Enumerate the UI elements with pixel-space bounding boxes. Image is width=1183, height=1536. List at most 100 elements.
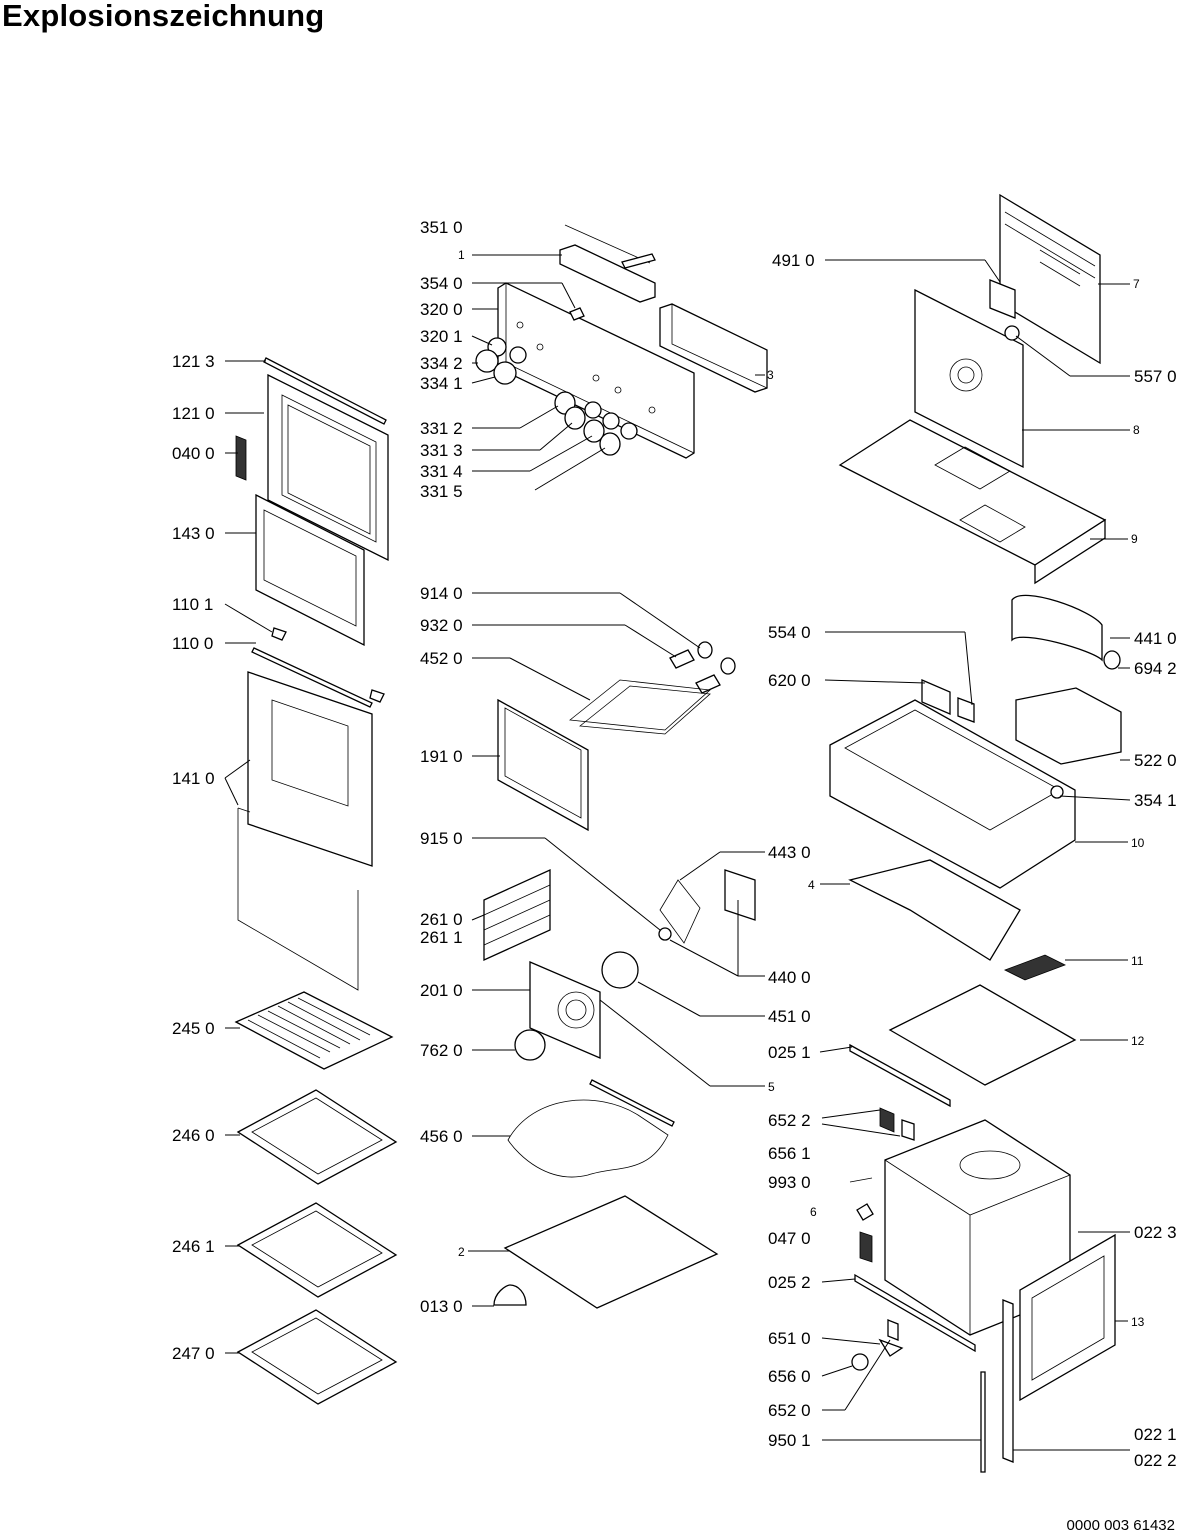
feet-013 [493, 1284, 527, 1306]
centre-parts [483, 641, 756, 1309]
chassis-group [829, 594, 1122, 1108]
label-993-0: 993 0 [768, 1173, 811, 1192]
label-915-0: 915 0 [420, 829, 463, 848]
label-950-1: 950 1 [768, 1431, 811, 1450]
label-451-0: 451 0 [768, 1007, 811, 1026]
label-331-2: 331 2 [420, 419, 463, 438]
circular-element [601, 951, 639, 989]
part-656-1 [901, 1119, 915, 1141]
label-354-1: 354 1 [1134, 791, 1177, 810]
label-694-2: 694 2 [1134, 659, 1177, 678]
label-13: 13 [1131, 1315, 1145, 1329]
label-022-2: 022 2 [1134, 1451, 1177, 1470]
label-320-0: 320 0 [420, 300, 463, 319]
switch-620 [921, 679, 951, 715]
label-12: 12 [1131, 1034, 1145, 1048]
label-11: 11 [1131, 954, 1144, 968]
label-025-2: 025 2 [768, 1273, 811, 1292]
label-7: 7 [1133, 277, 1140, 291]
lower-element [507, 1099, 669, 1178]
label-656-0: 656 0 [768, 1367, 811, 1386]
label-9: 9 [1131, 532, 1138, 546]
label-261-1: 261 1 [420, 928, 463, 947]
page-title: Explosionszeichnung [2, 0, 325, 33]
oven-gasket [497, 698, 589, 832]
tangential-fan [1011, 594, 1103, 662]
front-frame-13 [1019, 1233, 1116, 1402]
label-047-0: 047 0 [768, 1229, 811, 1248]
label-334-2: 334 2 [420, 354, 463, 373]
label-022-1: 022 1 [1134, 1425, 1177, 1444]
cavity-group [849, 1107, 1116, 1473]
label-331-4: 331 4 [420, 462, 463, 481]
part-number-labels: 351 0 1 354 0 320 0 320 1 334 2 334 1 3 … [172, 218, 1177, 1470]
control-knobs [475, 337, 638, 456]
part-652-0 [887, 1319, 899, 1341]
label-651-0: 651 0 [768, 1329, 811, 1348]
label-022-3: 022 3 [1134, 1223, 1177, 1242]
label-141-0: 141 0 [172, 769, 215, 788]
label-261-0: 261 0 [420, 910, 463, 929]
label-351-0: 351 0 [420, 218, 463, 237]
label-2: 2 [458, 1245, 465, 1259]
label-932-0: 932 0 [420, 616, 463, 635]
transformer-491 [989, 279, 1016, 319]
door-frame [267, 373, 389, 562]
label-201-0: 201 0 [420, 981, 463, 1000]
frame-4 [848, 859, 1021, 961]
base-frame [829, 699, 1076, 889]
label-110-1: 110 1 [172, 595, 213, 614]
door-hinge [235, 435, 247, 481]
part-656-0 [851, 1353, 869, 1371]
label-652-2: 652 2 [768, 1111, 811, 1130]
label-10: 10 [1131, 836, 1145, 850]
tray-247-0 [236, 1309, 398, 1405]
tray-246-1 [236, 1202, 398, 1298]
label-557-0: 557 0 [1134, 367, 1177, 386]
panel-bracket [559, 244, 656, 303]
label-121-0: 121 0 [172, 404, 215, 423]
label-440-0: 440 0 [768, 968, 811, 987]
label-6: 6 [810, 1205, 817, 1219]
part-047 [859, 1231, 873, 1263]
label-334-1: 334 1 [420, 374, 463, 393]
inner-door-frame [255, 493, 365, 647]
label-3: 3 [767, 368, 774, 382]
board-11 [1004, 954, 1066, 981]
label-191-0: 191 0 [420, 747, 463, 766]
control-panel-group [475, 224, 768, 459]
label-914-0: 914 0 [420, 584, 463, 603]
label-246-1: 246 1 [172, 1237, 215, 1256]
label-246-0: 246 0 [172, 1126, 215, 1145]
label-8: 8 [1133, 423, 1140, 437]
leader-lines [224, 254, 1131, 1451]
label-762-0: 762 0 [420, 1041, 463, 1060]
grill-element [568, 679, 711, 731]
oven-bottom-plate [503, 1195, 719, 1309]
part-651 [878, 1338, 904, 1357]
label-013-0: 013 0 [420, 1297, 463, 1316]
back-panel-group [838, 193, 1107, 585]
label-354-0: 354 0 [420, 274, 463, 293]
label-5: 5 [768, 1080, 775, 1094]
label-331-5: 331 5 [420, 482, 463, 501]
label-247-0: 247 0 [172, 1344, 215, 1363]
label-656-1: 656 1 [768, 1144, 811, 1163]
label-491-0: 491 0 [772, 251, 815, 270]
label-443-0: 443 0 [768, 843, 811, 862]
plate-12 [888, 984, 1077, 1086]
fan-plate [514, 1029, 546, 1061]
rail-025-1 [849, 1043, 951, 1108]
sensor-rod [621, 253, 656, 269]
label-620-0: 620 0 [768, 671, 811, 690]
label-554-0: 554 0 [768, 623, 811, 642]
strip-022 [1002, 1299, 1014, 1463]
hinge-bar [251, 647, 373, 708]
label-110-0: 110 0 [172, 634, 213, 653]
strip-950 [980, 1371, 986, 1473]
label-331-3: 331 3 [420, 441, 463, 460]
label-452-0: 452 0 [420, 649, 463, 668]
fan-cover [529, 961, 601, 1059]
back-cover [999, 193, 1101, 365]
document-number: 0000 003 61432 [1066, 1517, 1175, 1534]
